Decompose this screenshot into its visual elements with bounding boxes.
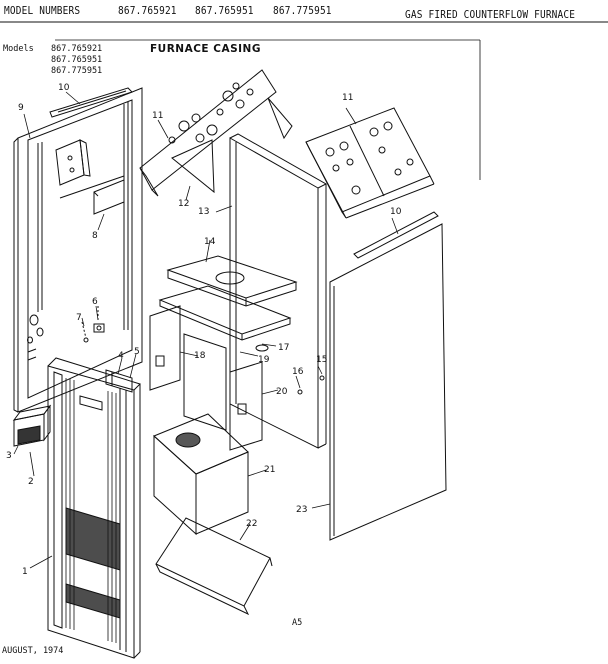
callout-number: 9: [18, 103, 24, 113]
callout-number: 3: [6, 451, 12, 461]
top-panel-right: [306, 108, 434, 218]
callout-number: 20: [276, 387, 288, 397]
frame-crossbar: [60, 176, 124, 198]
part-6-fitting: [94, 306, 104, 332]
callout-number: 10: [58, 83, 70, 93]
models-block: Models 867.765921 867.765951 867.775951: [3, 44, 102, 77]
front-door-panel: [48, 358, 140, 658]
top-strip-right: [354, 212, 438, 258]
callout-number: 5: [134, 347, 140, 357]
part-17-plate: [160, 286, 290, 351]
rear-panel: [230, 134, 326, 448]
part-22-pan: [156, 518, 272, 614]
diagram-title: GAS FIRED COUNTERFLOW FURNACE: [405, 8, 576, 21]
callout-number: 23: [296, 505, 307, 515]
section-title: FURNACE CASING: [150, 43, 261, 55]
right-side-panel: [330, 224, 446, 540]
top-strip-left: [50, 88, 132, 117]
left-casing-frame: [14, 88, 142, 412]
control-box: [56, 140, 90, 185]
door-slot: [80, 396, 102, 410]
part-18-panel: [150, 306, 180, 390]
callout-number: 6: [92, 297, 98, 307]
model-numbers-label: MODEL NUMBERS: [4, 4, 81, 17]
part-15-16-screws: [297, 375, 325, 395]
callout-number: 11: [342, 93, 353, 103]
callout-number: 17: [278, 343, 289, 353]
part-12-gusset: [172, 98, 292, 192]
top-panel-left: [140, 70, 276, 196]
models-number: 867.765951: [51, 55, 103, 65]
callout-number: 13: [198, 207, 209, 217]
part-8-bracket: [94, 180, 124, 214]
part-7-screw: [82, 322, 89, 343]
callout-number: 8: [92, 231, 98, 241]
callout-number: 12: [178, 199, 189, 209]
header-model-number: 867.775951: [273, 4, 332, 17]
models-label: Models: [3, 44, 34, 54]
callout-number: 14: [204, 237, 216, 247]
callout-number: 15: [316, 355, 327, 365]
header-model-number: 867.765951: [195, 4, 254, 17]
part-14-tray: [168, 256, 296, 306]
callout-number: 21: [264, 465, 275, 475]
footer-page-code: A5: [292, 618, 303, 628]
callout-number: 19: [258, 355, 270, 365]
callout-number: 4: [118, 351, 124, 361]
part-4-5-strip: [106, 370, 132, 392]
callout-number: 16: [292, 367, 304, 377]
models-number: 867.775951: [51, 66, 103, 76]
leader-lines: [14, 92, 398, 568]
callout-number: 2: [28, 477, 34, 487]
part-21-burner-box: [154, 414, 248, 534]
models-number: 867.765921: [51, 44, 103, 54]
callout-number: 22: [246, 519, 257, 529]
part-20-panel: [230, 362, 262, 450]
callout-number: 11: [152, 111, 163, 121]
door-vent-upper: [66, 508, 120, 570]
header-model-number: 867.765921: [118, 4, 177, 17]
callout-number: 7: [76, 313, 82, 323]
footer-date: AUGUST, 1974: [2, 646, 64, 656]
callout-number: 1: [22, 567, 28, 577]
part-19-panel: [184, 334, 226, 430]
part-2-3-gauge: [14, 406, 50, 446]
door-vent-lower: [66, 584, 120, 618]
callout-number: 18: [194, 351, 206, 361]
callout-number: 10: [390, 207, 402, 217]
